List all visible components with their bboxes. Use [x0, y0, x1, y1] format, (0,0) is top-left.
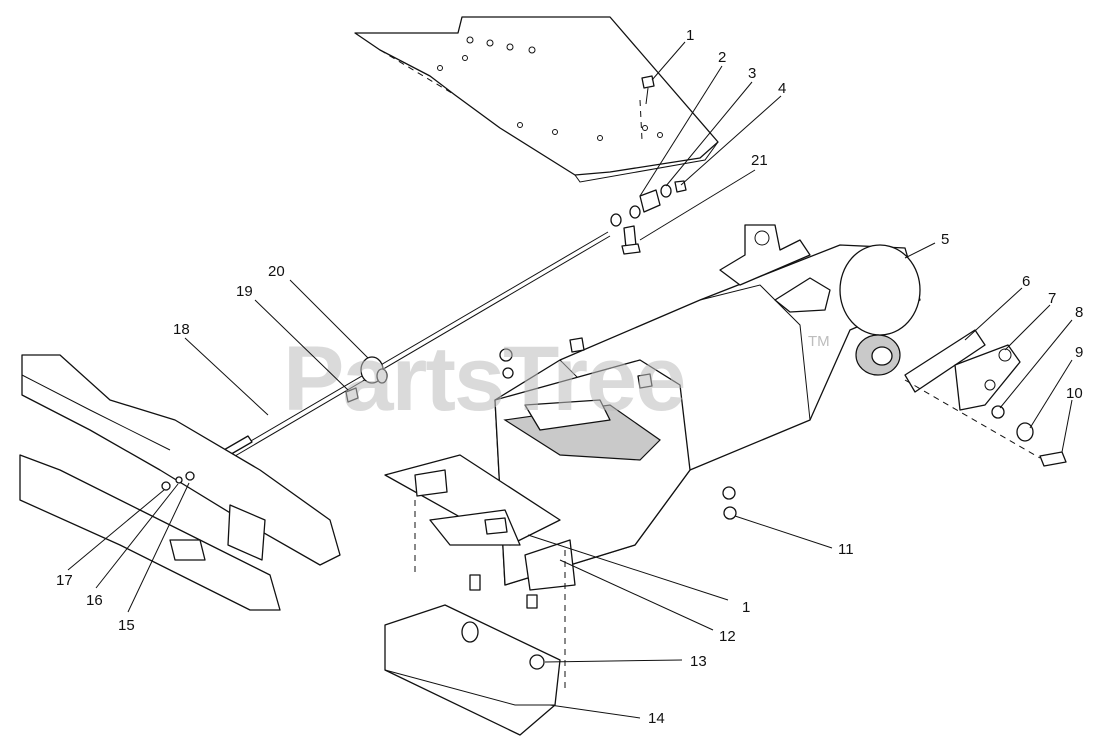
watermark: PartsTree TM — [283, 328, 830, 430]
callout-5: 5 — [941, 231, 949, 248]
callout-16: 16 — [86, 592, 103, 609]
watermark-text: PartsTree — [283, 328, 684, 430]
watermark-trademark: TM — [808, 333, 830, 350]
callout-7: 7 — [1048, 290, 1056, 307]
callout-4: 4 — [778, 80, 786, 97]
top-hardware — [610, 75, 687, 255]
callout-10: 10 — [1066, 385, 1083, 402]
right-brackets — [719, 224, 1067, 467]
frame-rails — [19, 354, 341, 611]
callout-8: 8 — [1075, 304, 1083, 321]
callout-1-bottom: 1 — [742, 599, 750, 616]
callout-20: 20 — [268, 263, 285, 280]
callout-17: 17 — [56, 572, 73, 589]
leader-lines — [67, 41, 1073, 719]
callout-12: 12 — [719, 628, 736, 645]
callout-9: 9 — [1075, 344, 1083, 361]
top-plate — [354, 16, 719, 183]
callout-13: 13 — [690, 653, 707, 670]
callout-6: 6 — [1022, 273, 1030, 290]
callout-11: 11 — [838, 541, 854, 558]
callout-21: 21 — [751, 152, 768, 169]
callout-3: 3 — [748, 65, 756, 82]
callout-14: 14 — [648, 710, 665, 727]
callout-2: 2 — [718, 49, 726, 66]
callout-19: 19 — [236, 283, 253, 300]
front-box — [384, 454, 576, 690]
callout-18: 18 — [173, 321, 190, 338]
bottom-tray — [384, 604, 561, 736]
callout-labels: 1 2 3 4 21 5 6 7 8 9 10 11 1 12 13 14 15… — [56, 27, 1083, 727]
callout-15: 15 — [118, 617, 135, 634]
callout-1-top: 1 — [686, 27, 694, 44]
